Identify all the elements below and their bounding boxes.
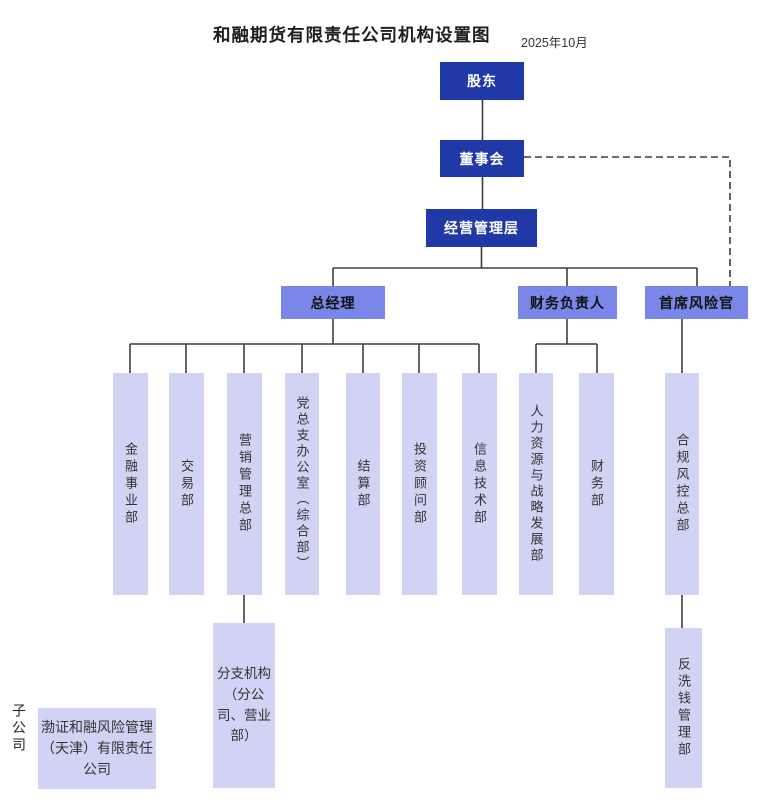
node-board-of-directors: 董事会 bbox=[440, 140, 524, 177]
node-anti-money-laundering-dept: 反洗钱管理部 bbox=[665, 628, 702, 788]
node-branch-organizations: 分支机构（分公司、营业部） bbox=[213, 623, 275, 788]
node-marketing-management-hq: 营销管理总部 bbox=[227, 373, 262, 595]
node-trading-dept: 交易部 bbox=[169, 373, 204, 595]
node-general-manager: 总经理 bbox=[281, 286, 385, 319]
node-management-layer: 经营管理层 bbox=[426, 209, 537, 247]
node-party-branch-office: 党总支办公室（综合部） bbox=[285, 373, 319, 595]
node-financial-business-dept: 金融事业部 bbox=[113, 373, 148, 595]
node-hr-strategy-dept: 人力资源与战略发展部 bbox=[519, 373, 553, 595]
subsidiary-label: 子公司 bbox=[11, 703, 27, 754]
node-settlement-dept: 结算部 bbox=[346, 373, 380, 595]
page-title: 和融期货有限责任公司机构设置图 bbox=[213, 25, 491, 45]
node-finance-dept: 财务部 bbox=[579, 373, 614, 595]
chart-date: 2025年10月 bbox=[521, 36, 588, 50]
node-information-technology-dept: 信息技术部 bbox=[462, 373, 497, 595]
node-finance-head: 财务负责人 bbox=[518, 286, 617, 319]
node-shareholders: 股东 bbox=[440, 62, 524, 100]
node-chief-risk-officer: 首席风险官 bbox=[645, 286, 748, 319]
node-subsidiary-company: 渤证和融风险管理（天津）有限责任公司 bbox=[38, 708, 156, 789]
node-investment-consulting-dept: 投资顾问部 bbox=[402, 373, 437, 595]
node-compliance-risk-hq: 合规风控总部 bbox=[665, 373, 699, 595]
